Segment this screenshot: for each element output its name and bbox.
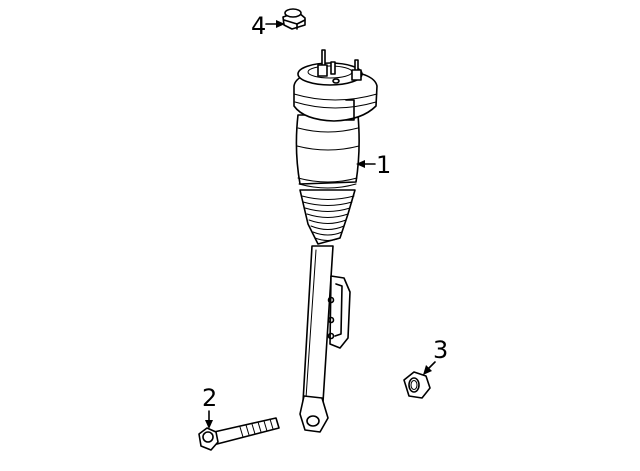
callout-2: 2 <box>202 384 217 429</box>
callout-4-label: 4 <box>251 12 266 40</box>
part-2-bolt <box>198 417 280 451</box>
callout-3-label: 3 <box>433 336 448 364</box>
part-3-flange-nut <box>403 371 431 399</box>
part-4-nut <box>282 8 306 30</box>
part-1-air-strut <box>293 49 378 433</box>
callout-1: 1 <box>356 151 391 179</box>
callout-4: 4 <box>251 12 285 40</box>
callout-2-label: 2 <box>202 384 217 412</box>
callout-3: 3 <box>423 336 448 375</box>
callout-1-label: 1 <box>376 151 391 179</box>
